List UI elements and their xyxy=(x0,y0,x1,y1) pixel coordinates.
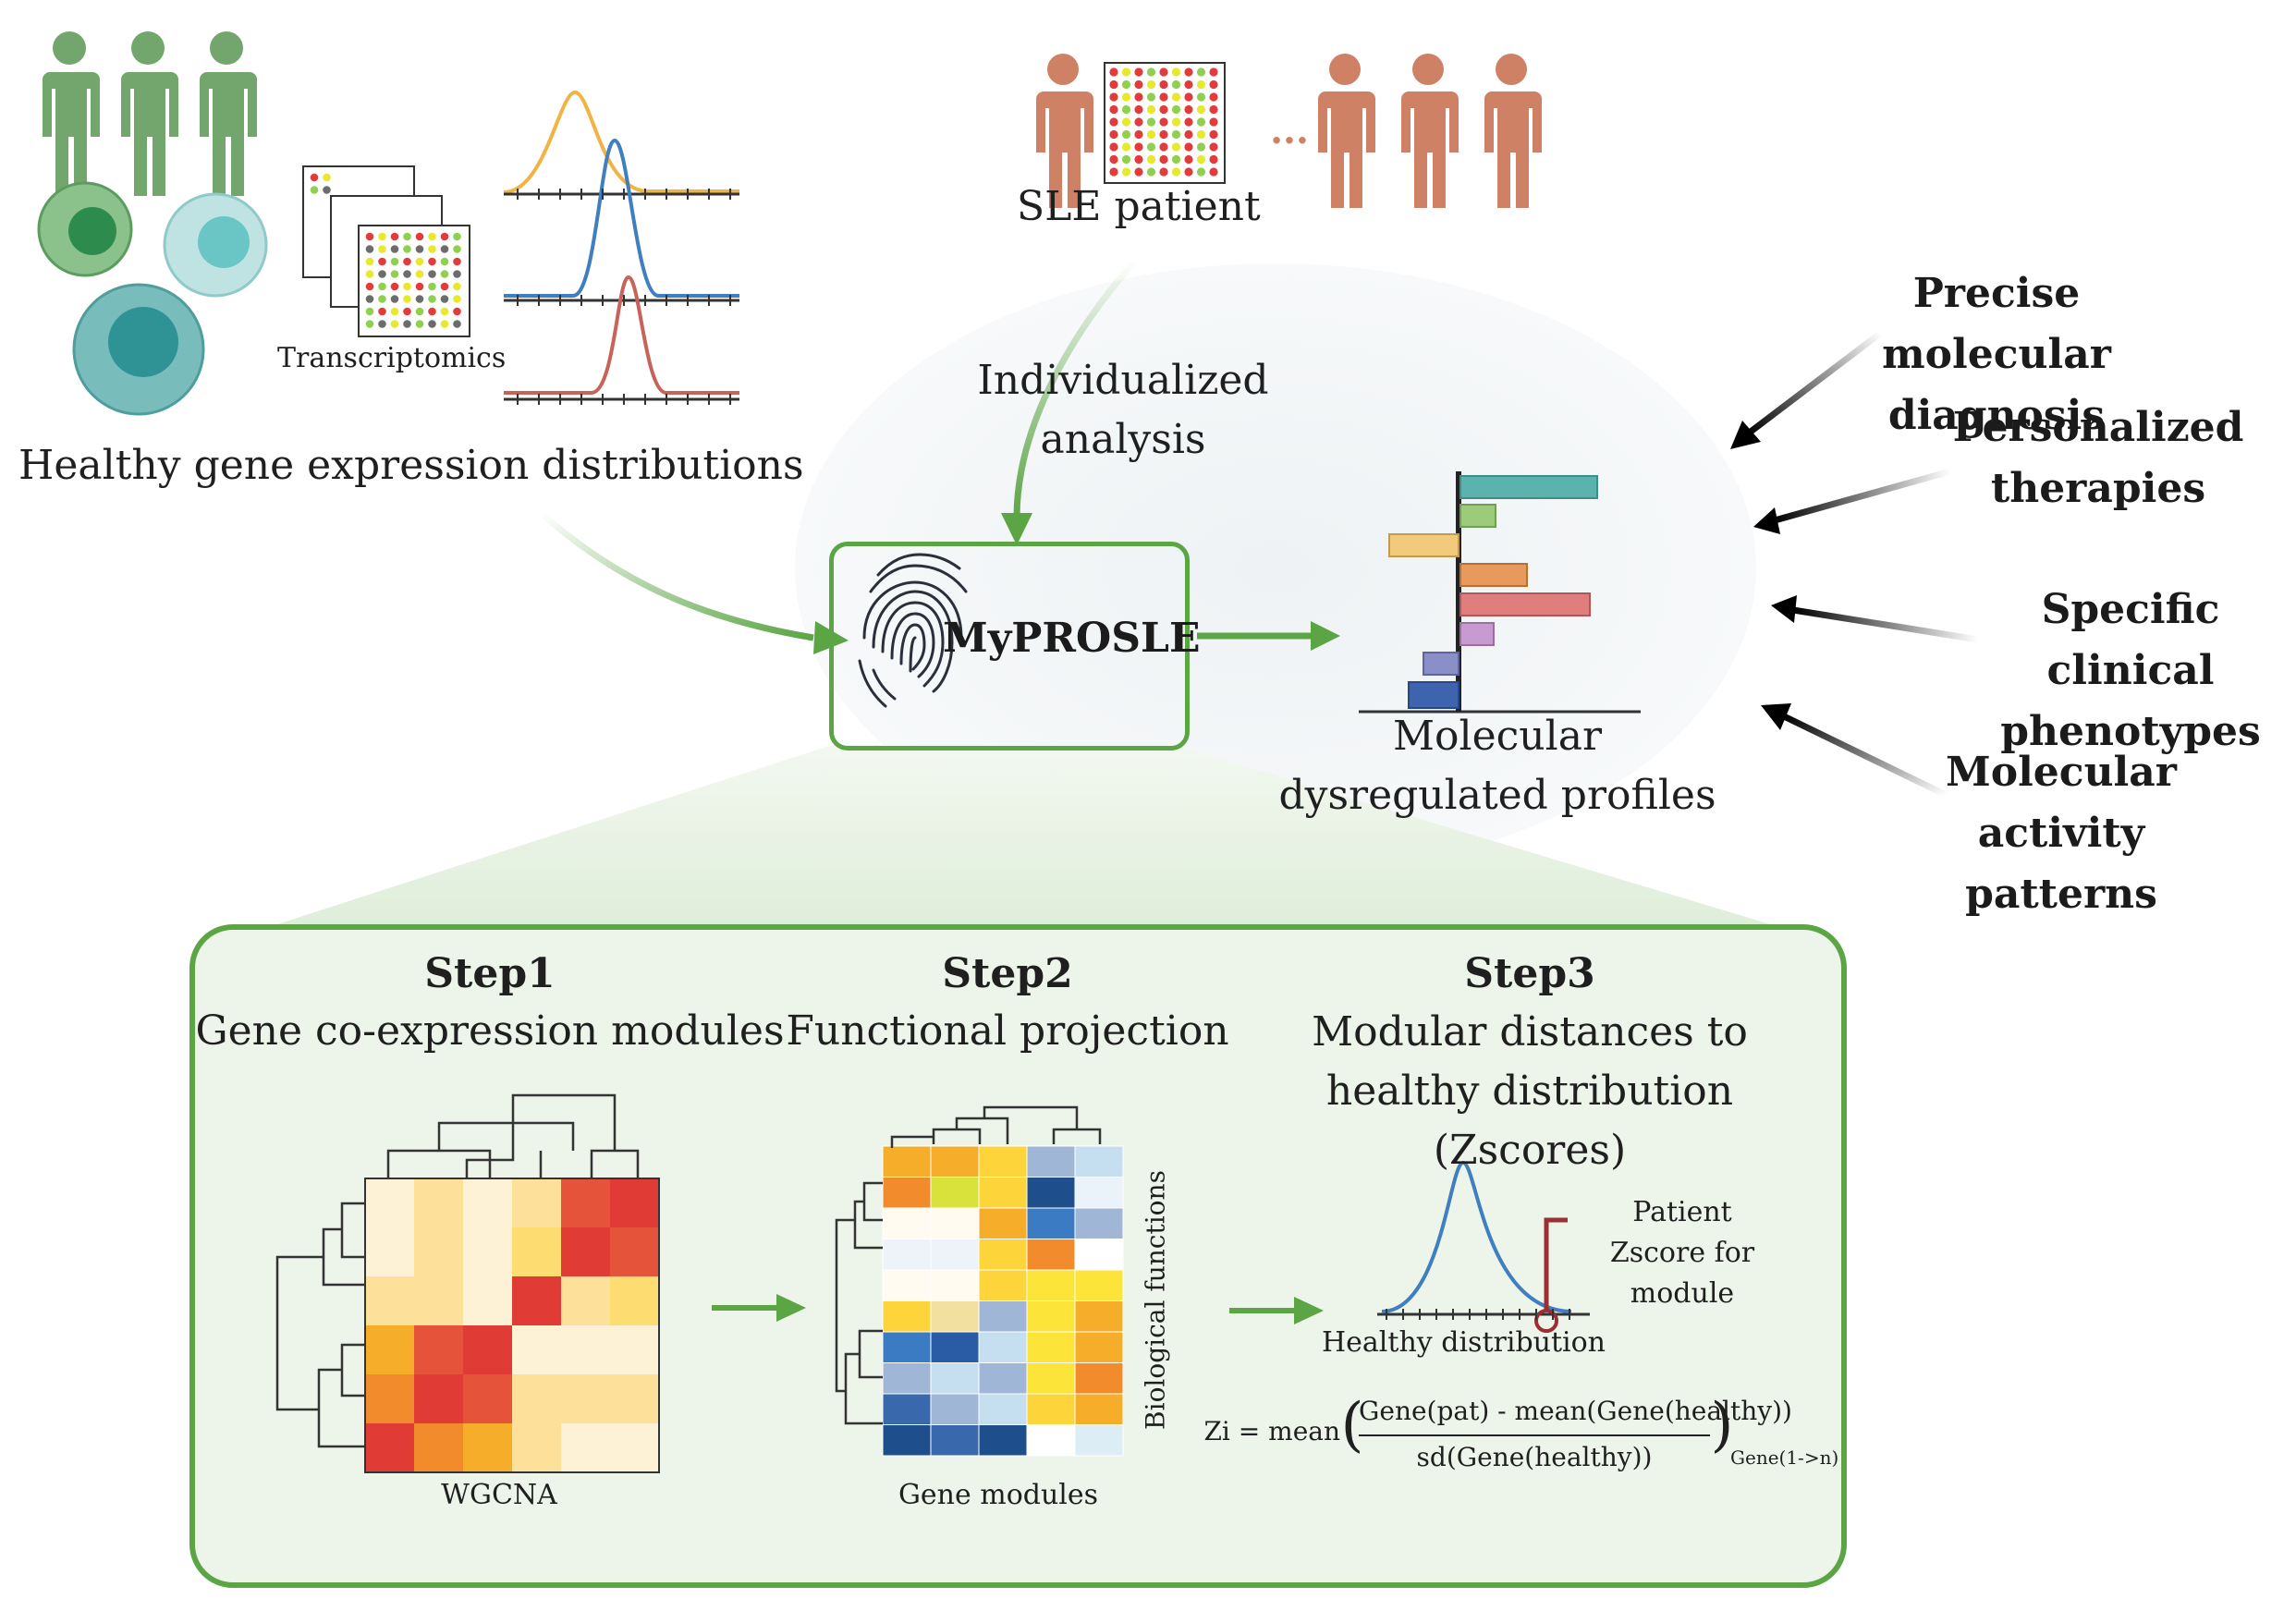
step1-figure-label: WGCNA xyxy=(441,1479,557,1511)
microarray-stack-icon xyxy=(302,165,470,337)
outcome-arrows xyxy=(1730,330,1979,799)
step1-title: Step1 xyxy=(424,950,556,997)
profile-bar xyxy=(1423,652,1459,676)
tool-name: MyPROSLE xyxy=(943,615,1201,662)
healthy-to-tool-arrow xyxy=(538,510,814,641)
profile-bar xyxy=(1459,563,1528,587)
functional-heatmap xyxy=(882,1145,1124,1457)
formula-open-paren: ( xyxy=(1340,1391,1364,1459)
arrowhead-icon xyxy=(1001,513,1032,545)
profile-bar xyxy=(1459,504,1496,528)
profiles-label: Molecular dysregulated profiles xyxy=(1278,713,1716,819)
zoom-fan xyxy=(277,745,1770,924)
dysregulated-profile-chart xyxy=(1359,471,1641,714)
step1-subtitle: Gene co-expression modules xyxy=(195,1007,785,1055)
outcome-precise-diagnosis: Precise molecular diagnosis xyxy=(1882,270,2111,439)
analysis-label: Individualized analysis xyxy=(977,357,1269,463)
step2-subtitle: Functional projection xyxy=(786,1007,1229,1055)
arrowhead-icon xyxy=(1311,621,1340,651)
step3-figure-label: Healthy distribution xyxy=(1322,1326,1606,1359)
zscore-curve-plot xyxy=(1377,1160,1590,1333)
step3-subtitle: Modular distances to healthy distributio… xyxy=(1312,1008,1748,1174)
formula-subscript: Gene(1->n) xyxy=(1730,1446,1839,1469)
arrowhead-icon xyxy=(1294,1297,1324,1324)
fingerprint-icon xyxy=(858,553,968,708)
myprosle-box xyxy=(829,542,1190,751)
zscore-annotation: Patient Zscore for module xyxy=(1609,1196,1755,1310)
step2-figure-label: Gene modules xyxy=(898,1479,1099,1511)
outcome-clinical-phenotypes: Specific clinical phenotypes xyxy=(2000,586,2261,755)
patient-people-icon xyxy=(1036,54,1542,208)
outcome-activity-patterns: Molecular activity patterns xyxy=(1946,749,2177,918)
healthy-people-icon xyxy=(43,31,257,196)
distribution-curves-icon xyxy=(503,90,739,401)
wgcna-heatmap xyxy=(364,1178,660,1473)
profile-bar xyxy=(1388,533,1459,557)
step2-title: Step2 xyxy=(942,950,1073,997)
patient-label: SLE patient xyxy=(1017,183,1261,230)
step3-title: Step3 xyxy=(1464,950,1595,997)
step2-side-label: Biological functions xyxy=(1140,1170,1171,1430)
patient-to-tool-arrow xyxy=(1013,256,1140,519)
arrowhead-icon xyxy=(776,1294,806,1322)
formula-denominator: sd(Gene(healthy)) xyxy=(1416,1442,1653,1472)
formula-close-paren: ) xyxy=(1710,1391,1734,1459)
profile-bar xyxy=(1459,622,1495,646)
wgcna-dendrogram xyxy=(275,1093,640,1448)
profile-bar xyxy=(1408,681,1459,709)
profile-bar xyxy=(1459,475,1598,499)
outcome-personalized-therapies: Personalized therapies xyxy=(1952,404,2244,512)
formula-fraction-bar xyxy=(1359,1434,1710,1436)
patient-microarray-icon xyxy=(1104,62,1226,184)
patient-ellipsis: ... xyxy=(1270,109,1309,153)
cells-icon xyxy=(37,181,268,416)
formula-numerator: Gene(pat) - mean(Gene(healthy)) xyxy=(1359,1396,1792,1426)
curve-axis-ticks xyxy=(517,189,731,405)
formula-lhs: Zi = mean xyxy=(1203,1416,1340,1446)
healthy-title: Healthy gene expression distributions xyxy=(18,442,804,489)
transcriptomics-label: Transcriptomics xyxy=(277,342,507,374)
profile-bar xyxy=(1459,592,1591,616)
functional-dendrogram xyxy=(835,1105,1102,1425)
